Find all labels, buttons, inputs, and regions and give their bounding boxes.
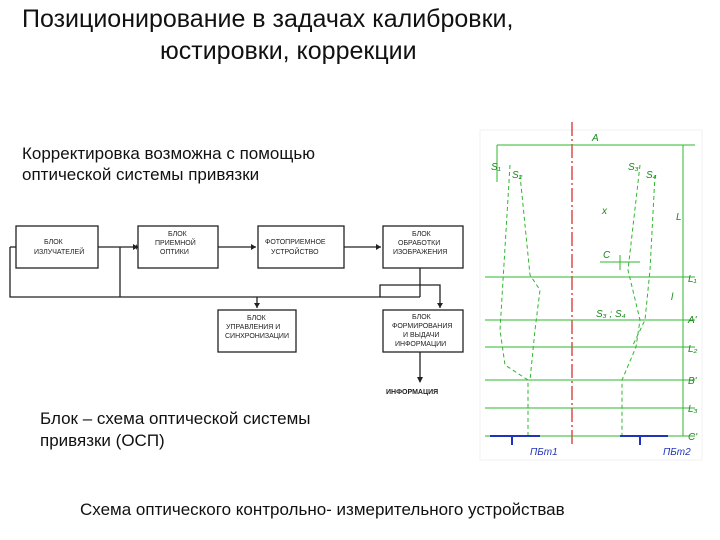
label-A: A (591, 133, 599, 144)
label-C: C (603, 250, 611, 261)
receiving-optics-label-3: ОПТИКИ (160, 249, 189, 256)
output-formation-box (382, 309, 464, 353)
receiving-optics-label-1: БЛОК (168, 231, 188, 238)
output-formation-label-4: ИНФОРМАЦИИ (395, 341, 446, 348)
label-L: L (676, 212, 682, 223)
image-processing-label-3: ИЗОБРАЖЕНИЯ (393, 249, 447, 256)
intro-line2: оптической системы привязки (22, 165, 260, 184)
label-S3: S₃ (628, 162, 639, 173)
label-L2: L₂ (688, 344, 698, 355)
emitters-label-2: ИЗЛУЧАТЕЛЕЙ (34, 247, 84, 256)
information-label: ИНФОРМАЦИЯ (386, 389, 438, 396)
label-S3S4: S₃ ; S₄ (596, 309, 626, 320)
output-formation-label-2: ФОРМИРОВАНИЯ (392, 323, 452, 330)
image-processing-box (382, 225, 464, 269)
output-formation-label-3: И ВЫДАЧИ (403, 332, 439, 339)
label-S4: S₄ (646, 170, 657, 181)
image-processing-label-2: ОБРАБОТКИ (398, 240, 440, 247)
label-tbm1: ПБm1 (530, 447, 558, 458)
block-caption-line2: привязки (ОСП) (40, 431, 165, 450)
slide-title-line2: юстировки, коррекции (160, 37, 417, 65)
slide-title-line1: Позиционирование в задачах калибровки, (22, 5, 514, 33)
control-sync-label-1: БЛОК (247, 315, 267, 322)
image-processing-label-1: БЛОК (412, 231, 432, 238)
label-tbm2: ПБm2 (663, 447, 691, 458)
photodetector-label-2: УСТРОЙСТВО (271, 247, 319, 256)
label-B-prime: B' (688, 376, 698, 387)
label-S1: S₁ (491, 162, 501, 173)
photodetector-label-1: ФОТОПРИЕМНОЕ (265, 239, 326, 246)
label-L1: L₁ (688, 274, 697, 285)
receiving-optics-label-2: ПРИЕМНОЙ (155, 238, 196, 247)
label-L3: L₃ (688, 404, 698, 415)
intro-line1: Корректировка возможна с помощью (22, 144, 315, 163)
output-formation-label-1: БЛОК (412, 314, 432, 321)
label-l: l (671, 292, 674, 303)
control-sync-label-2: УПРАВЛЕНИЯ И (226, 324, 280, 331)
control-sync-box (217, 309, 297, 353)
label-A-prime: A' (687, 315, 698, 326)
emitters-label-1: БЛОК (44, 239, 64, 246)
block-caption-line1: Блок – схема оптической системы (40, 409, 311, 428)
label-S2: S₂ (512, 170, 523, 181)
bottom-caption: Схема оптического контрольно- измеритель… (80, 500, 565, 519)
label-C-prime: C' (688, 432, 698, 443)
control-sync-label-3: СИНХРОНИЗАЦИИ (225, 333, 289, 340)
label-x: x (601, 206, 608, 217)
